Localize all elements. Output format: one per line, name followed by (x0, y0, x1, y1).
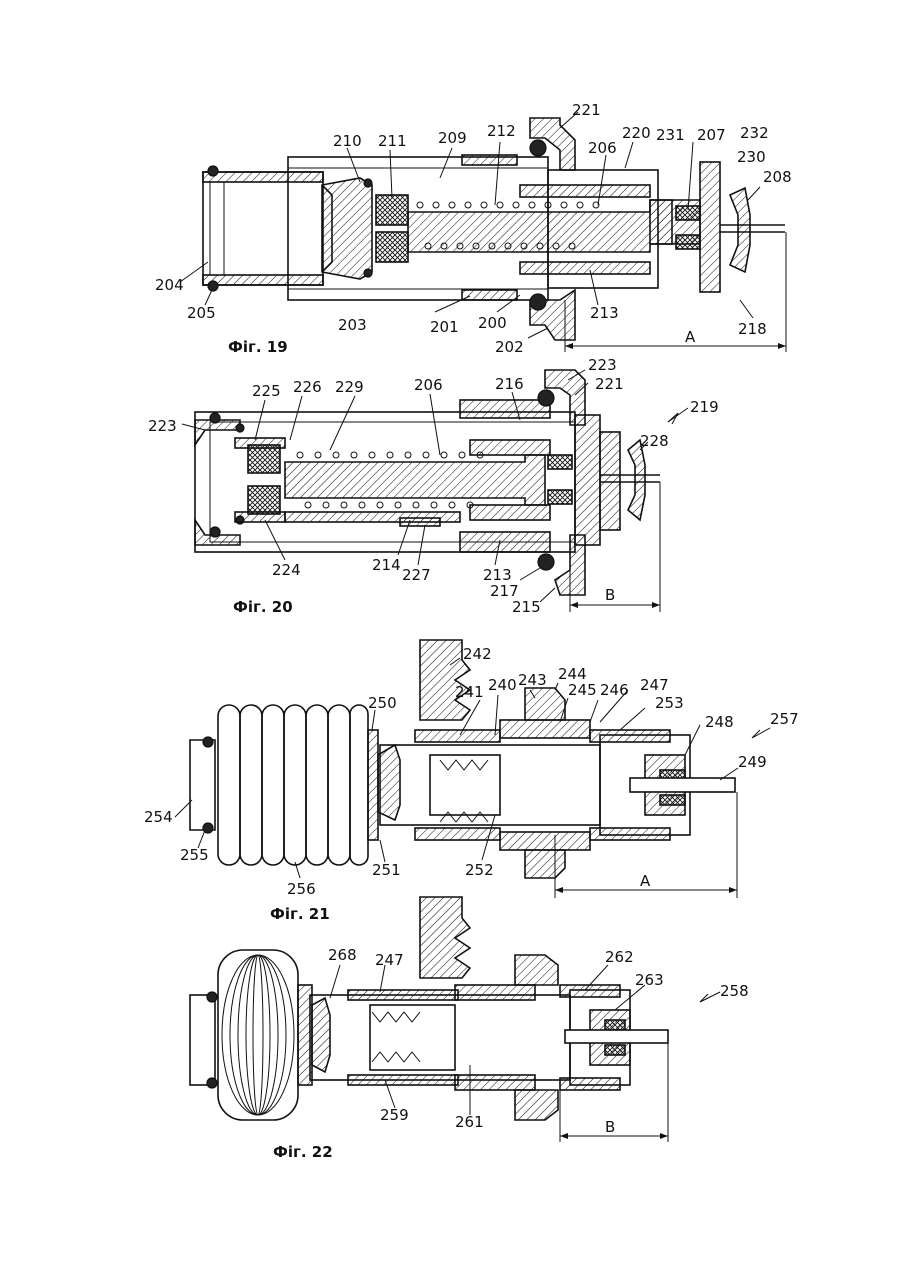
label-251: 251 (372, 861, 401, 879)
label-256: 256 (287, 880, 316, 898)
caption-fig-20: Фіг. 20 (233, 598, 293, 616)
label-223-top: 223 (588, 356, 617, 374)
label-216: 216 (495, 375, 524, 393)
label-221: 221 (595, 375, 624, 393)
label-229: 229 (335, 378, 364, 396)
figure-19: 221 210 211 209 212 220 231 207 232 206 … (155, 101, 792, 356)
label-263: 263 (635, 971, 664, 989)
label-268: 268 (328, 946, 357, 964)
label-225: 225 (252, 382, 281, 400)
dimension-a-fig21: A (640, 872, 651, 890)
label-220: 220 (622, 124, 651, 142)
label-240: 240 (488, 676, 517, 694)
label-258: 258 (720, 982, 749, 1000)
label-219: 219 (690, 398, 719, 416)
label-262: 262 (605, 948, 634, 966)
label-255: 255 (180, 846, 209, 864)
label-247: 247 (640, 676, 669, 694)
label-231: 231 (656, 126, 685, 144)
label-206: 206 (414, 376, 443, 394)
label-211: 211 (378, 132, 407, 150)
label-209: 209 (438, 129, 467, 147)
label-204: 204 (155, 276, 184, 294)
label-205: 205 (187, 304, 216, 322)
label-203: 203 (338, 316, 367, 334)
caption-fig-21: Фіг. 21 (270, 905, 330, 923)
label-257: 257 (770, 710, 799, 728)
label-200: 200 (478, 314, 507, 332)
label-247: 247 (375, 951, 404, 969)
label-259: 259 (380, 1106, 409, 1124)
label-215: 215 (512, 598, 541, 616)
label-207: 207 (697, 126, 726, 144)
label-223-left: 223 (148, 417, 177, 435)
dimension-b-fig22: B (605, 1118, 615, 1136)
dimension-a-fig19: A (685, 328, 696, 346)
label-246: 246 (600, 681, 629, 699)
label-226: 226 (293, 378, 322, 396)
label-249: 249 (738, 753, 767, 771)
label-243: 243 (518, 671, 547, 689)
figure-21-drawing (175, 640, 770, 898)
label-261: 261 (455, 1113, 484, 1131)
figure-22-labels: 268 247 262 263 258 259 261 B Фіг. 22 (273, 946, 749, 1161)
label-252: 252 (465, 861, 494, 879)
label-232: 232 (740, 124, 769, 142)
label-208: 208 (763, 168, 792, 186)
label-202: 202 (495, 338, 524, 356)
dimension-b-fig20: B (605, 586, 615, 604)
label-245: 245 (568, 681, 597, 699)
label-254: 254 (144, 808, 173, 826)
caption-fig-19: Фіг. 19 (228, 338, 288, 356)
figure-22-drawing (190, 897, 720, 1142)
figure-20: 223 216 225 226 229 206 221 219 223 228 … (148, 356, 719, 616)
caption-fig-22: Фіг. 22 (273, 1143, 333, 1161)
label-253: 253 (655, 694, 684, 712)
label-206: 206 (588, 139, 617, 157)
label-214: 214 (372, 556, 401, 574)
label-201: 201 (430, 318, 459, 336)
label-221: 221 (572, 101, 601, 119)
figure-20-drawing (182, 370, 688, 612)
figure-22: 268 247 262 263 258 259 261 B Фіг. 22 (190, 897, 749, 1161)
label-241: 241 (455, 683, 484, 701)
label-242: 242 (463, 645, 492, 663)
figure-21: 242 244 240 243 241 245 246 247 253 250 … (144, 640, 799, 923)
label-212: 212 (487, 122, 516, 140)
label-213: 213 (590, 304, 619, 322)
label-228: 228 (640, 432, 669, 450)
label-227: 227 (402, 566, 431, 584)
label-248: 248 (705, 713, 734, 731)
label-218: 218 (738, 320, 767, 338)
label-224: 224 (272, 561, 301, 579)
label-230: 230 (737, 148, 766, 166)
label-250: 250 (368, 694, 397, 712)
label-210: 210 (333, 132, 362, 150)
